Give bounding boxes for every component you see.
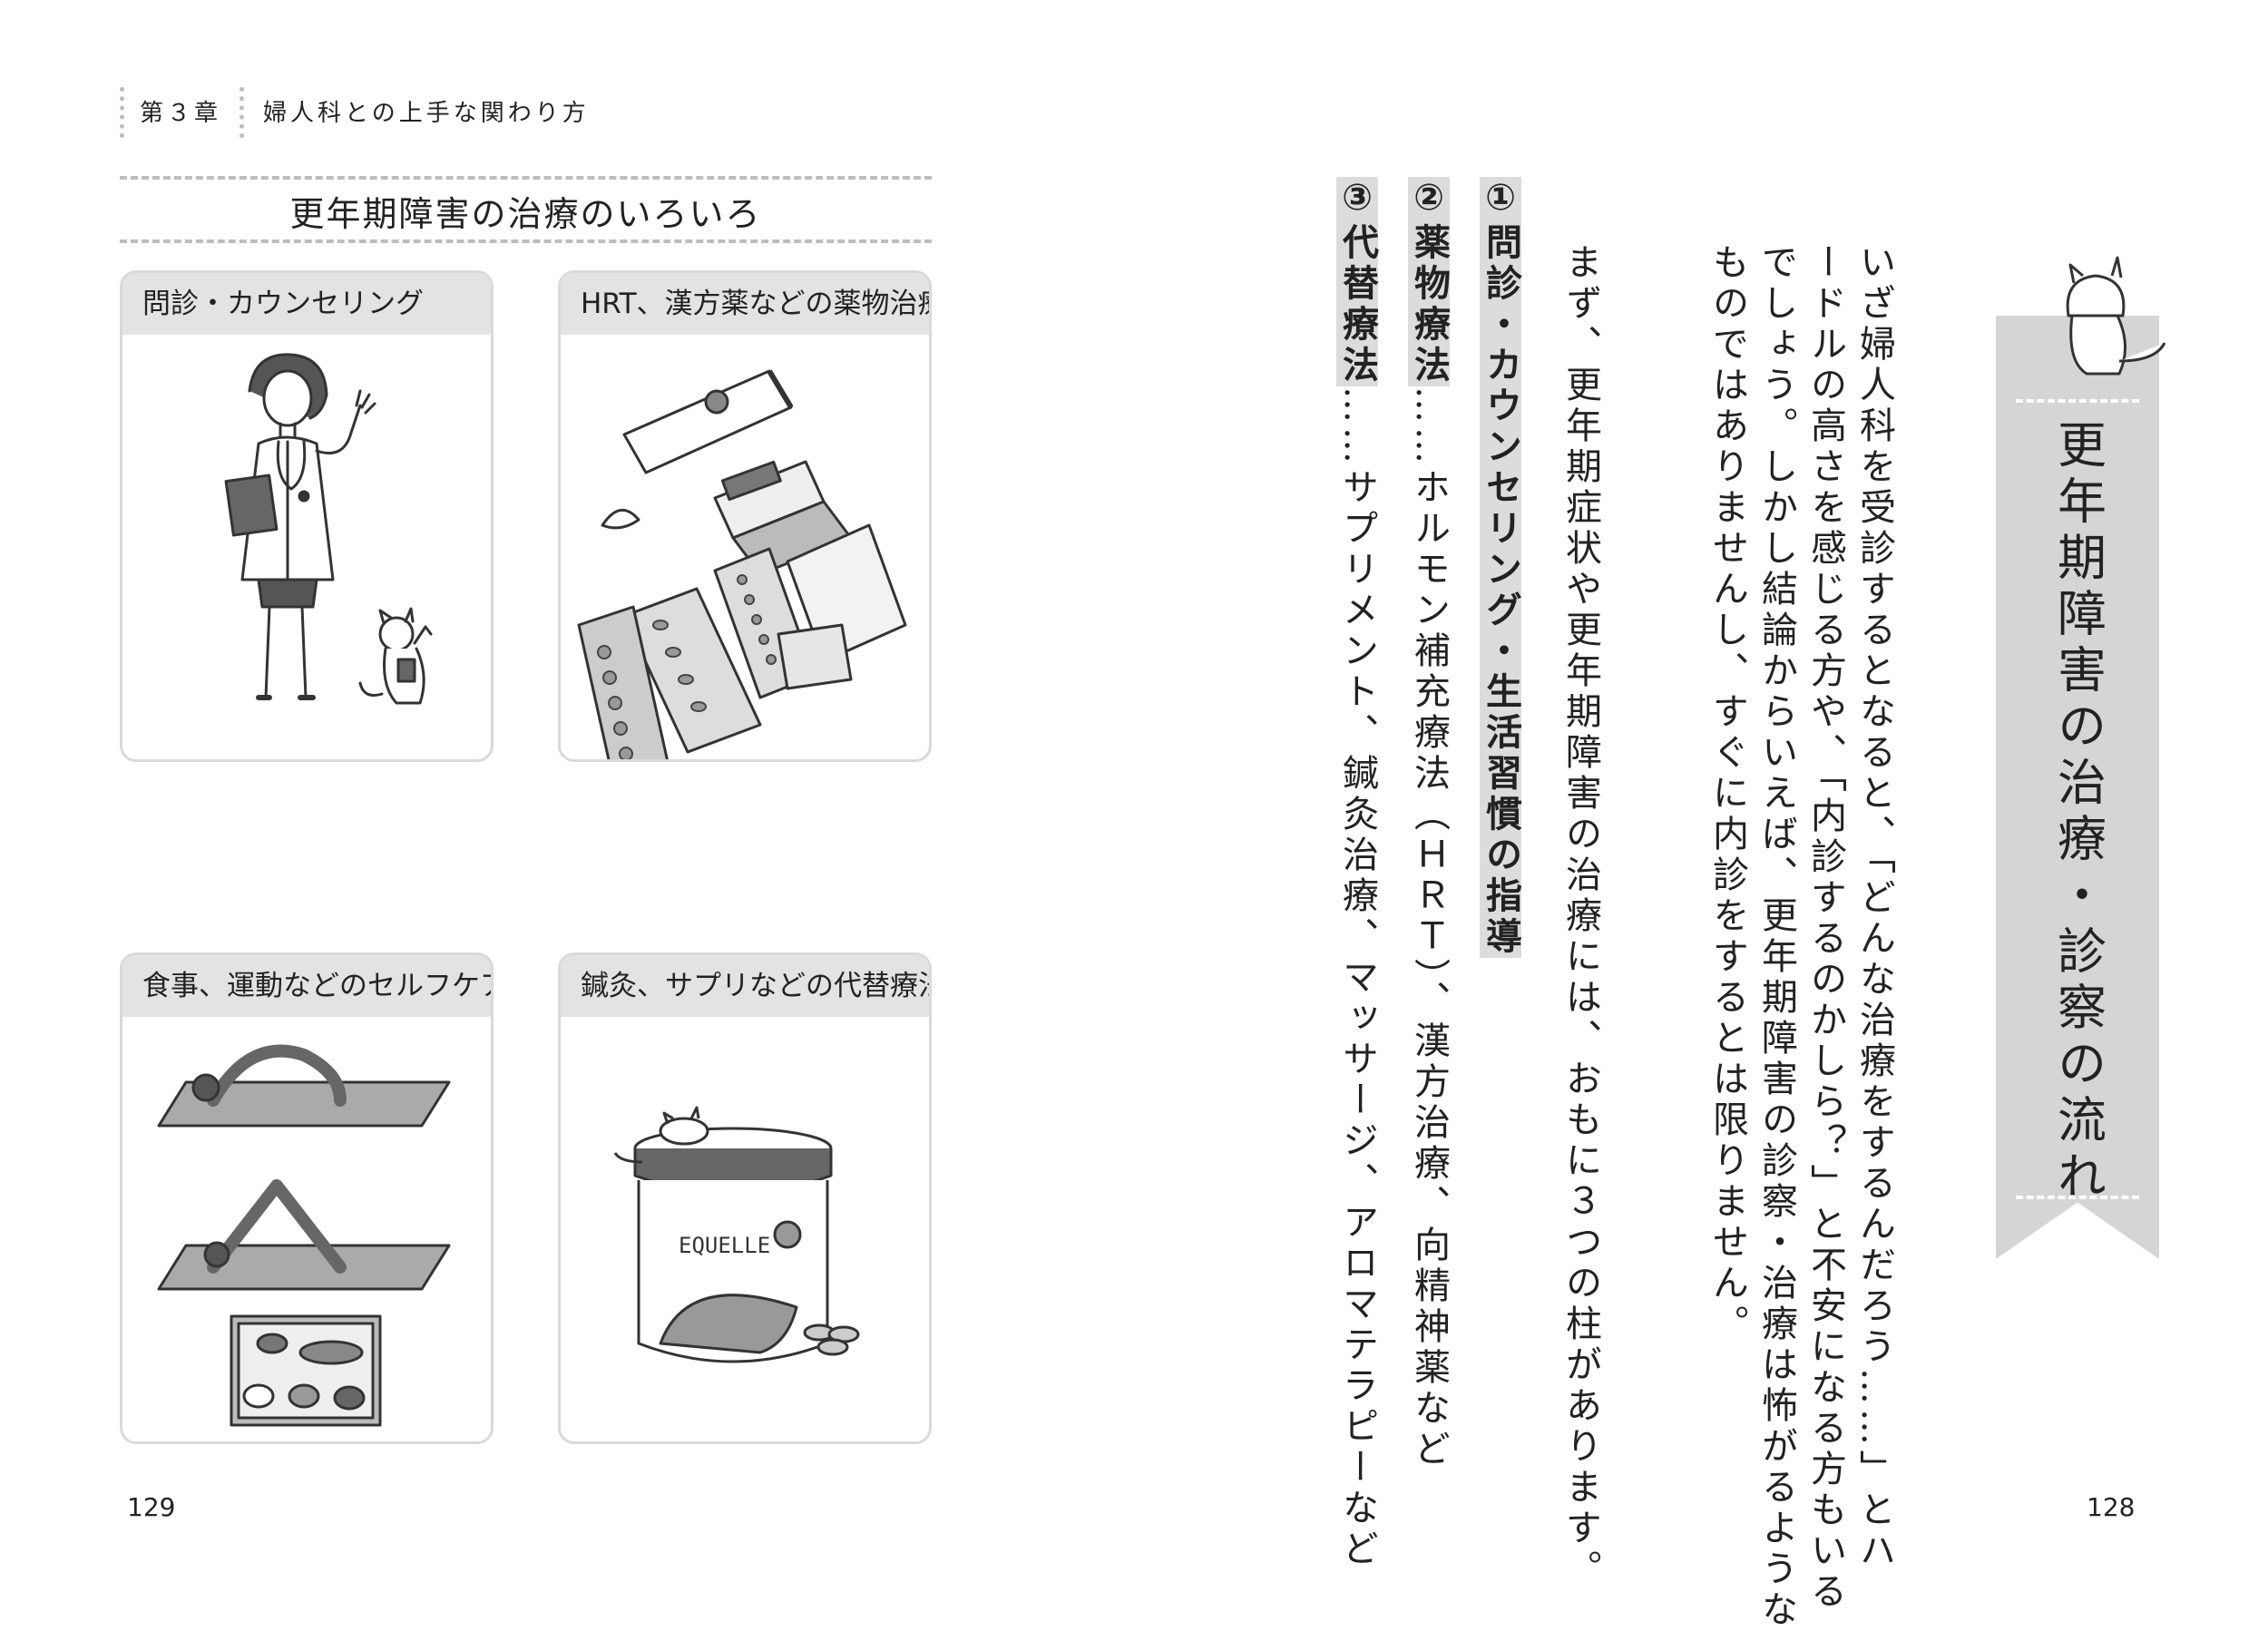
pillar-3-title: ③代替療法 <box>1336 177 1378 386</box>
pillar-item-2: ②薬物療法……ホルモン補充療法（ＨＲＴ）、漢方治療、向精神薬など <box>1403 177 1455 1470</box>
pillar-item-1: ①問診・カウンセリング・生活習慣の指導 <box>1474 177 1527 958</box>
section-rule-bottom <box>120 239 932 243</box>
body-line-4: ものではありませんし、すぐに内診をするとは限りません。 <box>1706 243 1748 1345</box>
page-number-right: 128 <box>2087 1492 2136 1522</box>
card-alternative-therapy: 鍼灸、サプリなどの代替療法 EQUELLE <box>558 952 932 1444</box>
pillar-2-title: ②薬物療法 <box>1408 177 1450 386</box>
heading-ribbon <box>1996 316 2159 1259</box>
supplement-illustration: EQUELLE <box>613 1106 860 1363</box>
card-label: 鍼灸、サプリなどの代替療法 <box>561 955 929 1017</box>
exercise-illustration <box>157 1044 451 1427</box>
supplement-label: EQUELLE <box>679 1233 770 1258</box>
body-line-3: でしょう。しかし結論からいえば、更年期障害の診察・治療は怖がるような <box>1755 243 1797 1631</box>
pillar-3-detail: ……サプリメント、鍼灸治療、マッサージ、アロマテラピーなど <box>1336 386 1378 1570</box>
doctor-illustration <box>224 353 433 705</box>
section-title: 更年期障害の治療のいろいろ <box>289 194 762 234</box>
chapter-bar-left <box>120 87 124 138</box>
body-line-5: まず、更年期症状や更年期障害の治療には、おもに３つの柱があります。 <box>1559 243 1601 1590</box>
card-label: 問診・カウンセリング <box>122 273 491 335</box>
card-self-care: 食事、運動などのセルフケア <box>120 952 494 1444</box>
cat-icon <box>2066 256 2166 376</box>
pillar-1-title: ①問診・カウンセリング・生活習慣の指導 <box>1480 177 1521 958</box>
card-medication: HRT、漢方薬などの薬物治療 <box>558 270 932 762</box>
ribbon-dash-top <box>2016 399 2139 403</box>
chapter-header: 第３章 婦人科との上手な関わり方 <box>120 87 610 138</box>
body-line-1: いざ婦人科を受診するとなると、「どんな治療をするんだろう……」とハ <box>1853 243 1895 1572</box>
ribbon-dash-bottom <box>2016 1196 2139 1199</box>
section-rule-top <box>120 176 932 180</box>
chapter-title: 婦人科との上手な関わり方 <box>263 100 590 127</box>
body-line-2: ードルの高さを感じる方や、「内診するのかしら？」と不安になる方もいる <box>1804 243 1846 1613</box>
section-heading: 更年期障害の治療・診察の流れ <box>2048 419 2107 1206</box>
page-number-left: 129 <box>127 1492 176 1522</box>
medicine-illustration <box>577 369 907 759</box>
pillar-2-detail: ……ホルモン補充療法（ＨＲＴ）、漢方治療、向精神薬など <box>1408 386 1450 1470</box>
chapter-bar-divider <box>240 87 244 138</box>
chapter-number: 第３章 <box>140 100 222 127</box>
card-label: 食事、運動などのセルフケア <box>122 955 491 1017</box>
pillar-item-3: ③代替療法……サプリメント、鍼灸治療、マッサージ、アロマテラピーなど <box>1331 177 1383 1570</box>
card-consultation: 問診・カウンセリング <box>120 270 494 762</box>
card-label: HRT、漢方薬などの薬物治療 <box>561 273 929 335</box>
